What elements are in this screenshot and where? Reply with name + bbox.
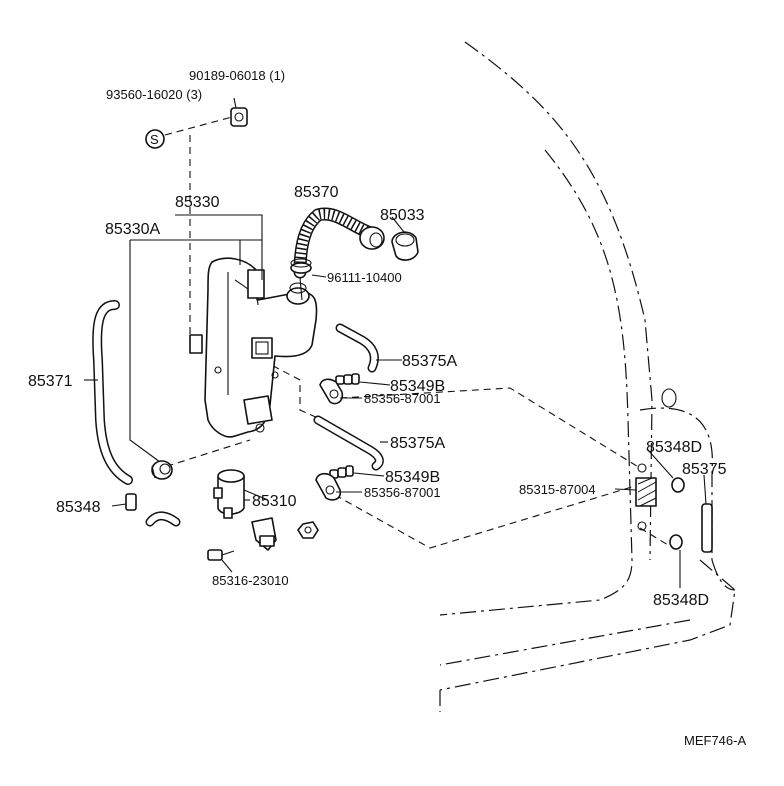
grommet-85348d-lower-icon	[669, 534, 683, 550]
label-85033: 85033	[380, 207, 425, 224]
label-93560: 93560-16020 (3)	[106, 87, 202, 102]
part-labels: 90189-06018 (1) 93560-16020 (3) 85330 85…	[28, 68, 746, 748]
nut-icon	[297, 521, 319, 539]
label-85330a: 85330A	[105, 221, 160, 238]
vehicle-body-outline	[439, 41, 736, 712]
door-hole-icon	[637, 521, 647, 531]
bracket-85316-icon	[251, 517, 277, 551]
label-85348d-lower: 85348D	[653, 592, 709, 609]
label-90189: 90189-06018 (1)	[189, 68, 285, 83]
label-85330: 85330	[175, 194, 220, 211]
label-85356-lower: 85356-87001	[364, 485, 441, 500]
svg-text:S: S	[150, 132, 159, 147]
hose-85348-icon	[125, 493, 181, 527]
label-85375a-upper: 85375A	[402, 353, 457, 370]
label-85348d-upper: 85348D	[646, 439, 702, 456]
hose-85371-icon	[92, 300, 133, 485]
grommet-icon	[151, 460, 173, 480]
label-85349b-lower: 85349B	[385, 469, 440, 486]
label-85375a-lower: 85375A	[390, 435, 445, 452]
tube-85375a-lower-icon	[313, 415, 384, 471]
tube-85375-icon	[701, 503, 713, 553]
label-85349b-upper: 85349B	[390, 378, 445, 395]
label-85375: 85375	[682, 461, 727, 478]
label-85310: 85310	[252, 493, 297, 510]
tube-85375a-upper-icon	[335, 323, 379, 373]
washer-pump-icon	[213, 469, 269, 519]
grommet-85348d-upper-icon	[671, 477, 685, 493]
tank-label-brackets	[129, 214, 263, 463]
filler-hose-icon	[290, 207, 385, 301]
label-96111: 96111-10400	[327, 270, 402, 285]
tank-cap-icon	[391, 231, 419, 261]
label-85370: 85370	[294, 184, 339, 201]
label-leaders	[84, 216, 637, 573]
nozzle-85356-upper-icon	[319, 378, 344, 405]
label-85371: 85371	[28, 373, 73, 390]
door-hole-icon	[637, 463, 647, 473]
washer-tank-icon	[189, 257, 318, 438]
diagram-code: MEF746-A	[684, 733, 746, 748]
nozzle-85356-lower-icon	[315, 472, 342, 501]
nut-90189-icon	[230, 107, 248, 127]
label-85356-upper: 85356-87001	[364, 391, 441, 406]
bolt-icon	[207, 549, 235, 561]
label-85316: 85316-23010	[212, 573, 289, 588]
check-valve-85349b-lower-icon	[329, 465, 354, 479]
label-85348: 85348	[56, 499, 101, 516]
rear-nozzle-85315-icon	[635, 477, 657, 507]
clip-93560-icon: S	[145, 129, 165, 149]
check-valve-85349b-upper-icon	[335, 373, 360, 385]
label-85315: 85315-87004	[519, 482, 596, 497]
